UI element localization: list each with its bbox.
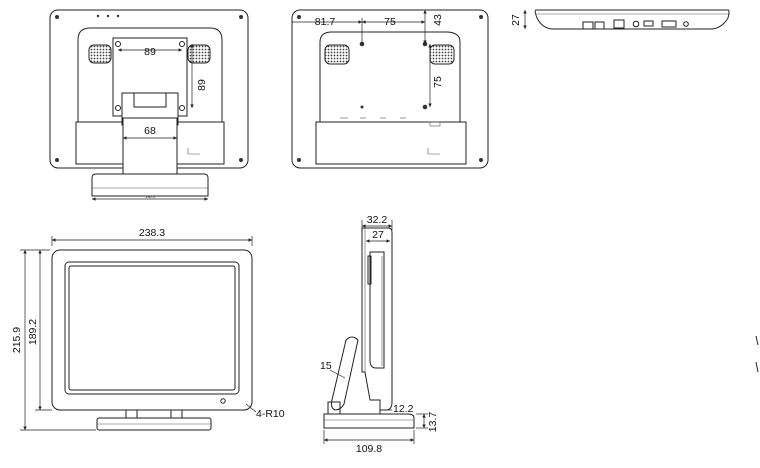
vesa-hole (179, 105, 185, 111)
corner-screw (479, 15, 483, 19)
port-mark (429, 121, 441, 127)
front-screen (68, 265, 236, 391)
back-lower-panel (315, 121, 467, 165)
side-view: 32.2 27 15 12.2 13.7 109.8 (320, 214, 439, 455)
power-led-icon (220, 398, 226, 404)
port-vga (661, 20, 677, 28)
dim-side-stand-thickness: 15 (320, 360, 332, 372)
partial-edge-line (755, 335, 759, 346)
dim-front-width: 238.3 (139, 227, 165, 239)
dim-side-depth-body: 27 (372, 229, 384, 241)
dim-vesa-width: 89 (144, 46, 156, 58)
side-base (323, 413, 415, 429)
back-view-with-stand: 89 89 68 136.5 (49, 9, 249, 201)
port-usb (594, 21, 605, 30)
dim-leader (329, 369, 346, 379)
top-view: 27 (510, 9, 730, 30)
side-back-housing (369, 251, 385, 369)
right-speaker-grille (429, 44, 455, 65)
back-inner-housing (319, 31, 461, 123)
top-button (116, 14, 120, 18)
corner-screw (239, 158, 243, 162)
corner-screw (55, 158, 59, 162)
front-bezel (51, 249, 253, 411)
corner-screw (479, 158, 483, 162)
dim-stand-width: 68 (144, 125, 156, 137)
left-speaker-grille (88, 44, 112, 64)
port-usb-double (613, 19, 625, 29)
side-port-block (367, 255, 372, 285)
port-hdmi (643, 20, 654, 27)
right-speaker-grille (187, 44, 211, 64)
vesa-hole (115, 105, 121, 111)
front-view: 238.3 215.9 189.2 4-R10 (11, 227, 285, 431)
port-audio (632, 20, 640, 28)
vesa-hole (179, 41, 185, 47)
dim-side-base-width: 109.8 (356, 443, 382, 455)
partial-view-edge (755, 335, 759, 373)
panel-mark (187, 148, 200, 155)
stand-base (91, 173, 209, 197)
top-outline (534, 9, 730, 30)
vesa-hole (115, 41, 121, 47)
left-speaker-grille (324, 44, 350, 65)
back-view-vesa: 81.7 75 43 75 (291, 9, 489, 169)
panel-mark (427, 148, 440, 155)
corner-screw (55, 15, 59, 19)
side-body (361, 227, 393, 411)
corner-screw (297, 15, 301, 19)
top-button (106, 14, 110, 18)
dim-base-width: 136.5 (145, 194, 156, 199)
corner-screw (297, 158, 301, 162)
port-lan (582, 21, 594, 30)
dim-side-base-height: 13.7 (427, 412, 439, 433)
dim-hole-vertical: 75 (432, 76, 444, 88)
stand-neck (122, 117, 178, 175)
dim-top-offset: 43 (432, 14, 444, 26)
dim-front-screen-height: 189.2 (27, 319, 39, 345)
stand-foot-left (125, 409, 138, 419)
stand-foot-right (170, 409, 183, 419)
back-outer-frame (291, 9, 489, 169)
dim-panel-offset: 81.7 (315, 16, 336, 28)
side-stand-arm (330, 336, 359, 411)
stand-hinge-detail (133, 92, 167, 108)
partial-edge-line (755, 361, 759, 373)
dim-hole-spacing: 75 (384, 16, 396, 28)
dim-side-bottom-gap: 12.2 (393, 403, 414, 415)
dim-corner-radius: 4-R10 (256, 408, 285, 420)
back-inner-housing (77, 27, 223, 123)
corner-screw (239, 15, 243, 19)
dim-leader (245, 403, 257, 413)
dim-vesa-height: 89 (196, 79, 208, 91)
dim-side-depth-total: 32.2 (367, 214, 388, 226)
vesa-hole (422, 104, 428, 110)
top-button (96, 14, 100, 18)
vesa-hole (360, 105, 364, 109)
port-power (683, 21, 689, 27)
front-screen-frame (64, 261, 240, 395)
dim-top-depth: 27 (510, 14, 522, 26)
dim-front-total-height: 215.9 (11, 327, 23, 353)
